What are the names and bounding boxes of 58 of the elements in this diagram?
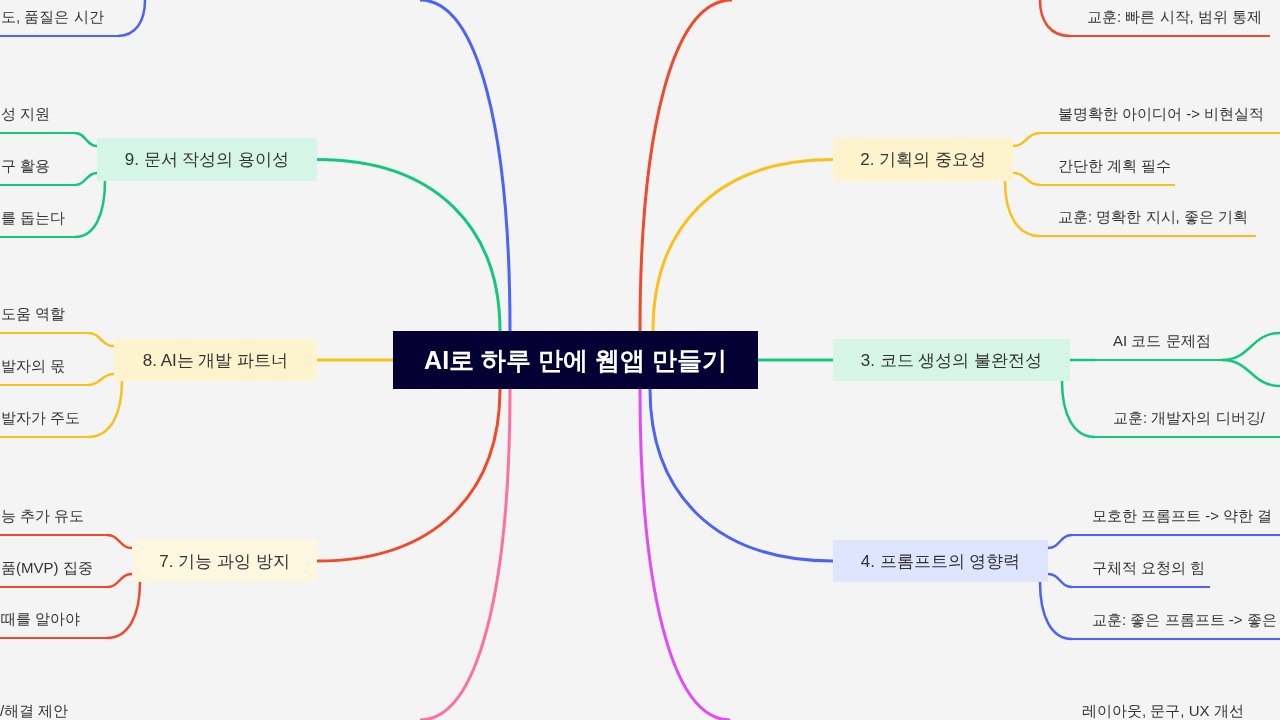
branch-line — [1070, 358, 1095, 362]
branch-line — [1038, 0, 1071, 38]
branch-line — [1003, 180, 1041, 238]
branch-line — [117, 0, 147, 38]
branch-line — [638, 389, 731, 720]
subtopic-text: 교훈: 명확한 지시, 좋은 기획 — [1040, 206, 1256, 237]
subtopic-text: 때를 알아야 — [0, 608, 107, 639]
topic-box: 3. 코드 생성의 불완전성 — [833, 339, 1070, 381]
subtopic-text: 도, 품질은 시간 — [0, 6, 118, 37]
subtopic-text: 성 지원 — [0, 103, 75, 134]
subtopic-text: 도움 역할 — [0, 303, 88, 334]
central-topic: AI로 하루 만에 웹앱 만들기 — [393, 331, 758, 389]
branch-line — [1047, 533, 1073, 550]
branch-line — [74, 180, 107, 239]
branch-line — [316, 388, 502, 563]
branch-line — [316, 158, 502, 332]
subtopic-text: 구체적 요청의 힘 — [1072, 557, 1210, 588]
branch-line — [106, 572, 133, 589]
subtopic-text: 모호한 프롬프트 -> 약한 결 — [1072, 505, 1280, 536]
subtopic-text: 구 활용 — [0, 155, 75, 186]
branch-line — [74, 171, 98, 187]
branch-line — [106, 533, 133, 550]
subtopic-text: AI 코드 문제점 — [1095, 330, 1222, 361]
branch-line — [1012, 171, 1041, 187]
subtopic-text: 발자의 몫 — [0, 355, 88, 386]
subtopic-text: 교훈: 빠른 시작, 범위 통제 — [1070, 6, 1270, 37]
branch-line — [1060, 380, 1096, 439]
subtopic-text: 를 돕는다 — [0, 207, 75, 238]
branch-line — [87, 331, 115, 348]
branch-line — [106, 581, 142, 640]
subtopic-text: 능 추가 유도 — [0, 505, 107, 536]
subtopic-text: /해결 제안 — [0, 702, 69, 720]
branch-line — [648, 388, 834, 563]
subtopic-text: 불명확한 아이디어 -> 비현실적 — [1040, 103, 1280, 134]
branch-line — [87, 380, 124, 439]
subtopic-text: 교훈: 개발자의 디버깅/ — [1095, 407, 1280, 438]
subtopic-text: 교훈: 좋은 프롬프트 -> 좋은 — [1072, 609, 1280, 640]
topic-box: 2. 기획의 중요성 — [833, 138, 1013, 181]
branch-line — [317, 358, 393, 362]
branch-line — [1012, 131, 1041, 148]
branch-line — [87, 372, 115, 387]
branch-line — [1221, 358, 1280, 388]
subtopic-text: 발자가 주도 — [0, 407, 88, 438]
branch-line — [651, 158, 834, 332]
branch-line — [758, 358, 833, 362]
topic-box: 9. 문서 작성의 용이성 — [97, 138, 317, 181]
subtopic-text: 레이아웃, 문구, UX 개선 — [1082, 702, 1244, 720]
topic-box: 7. 기능 과잉 방지 — [132, 540, 317, 582]
topic-box: 8. AI는 개발 파트너 — [114, 339, 317, 381]
branch-line — [419, 0, 512, 331]
branch-line — [1047, 572, 1073, 589]
subtopic-text: 간단한 계획 필수 — [1040, 155, 1175, 186]
branch-line — [74, 131, 98, 148]
branch-line — [419, 389, 512, 720]
branch-line — [1038, 581, 1073, 641]
subtopic-text: 품(MVP) 집중 — [0, 557, 107, 588]
topic-box: 4. 프롬프트의 영향력 — [833, 540, 1048, 582]
branch-line — [638, 0, 733, 331]
